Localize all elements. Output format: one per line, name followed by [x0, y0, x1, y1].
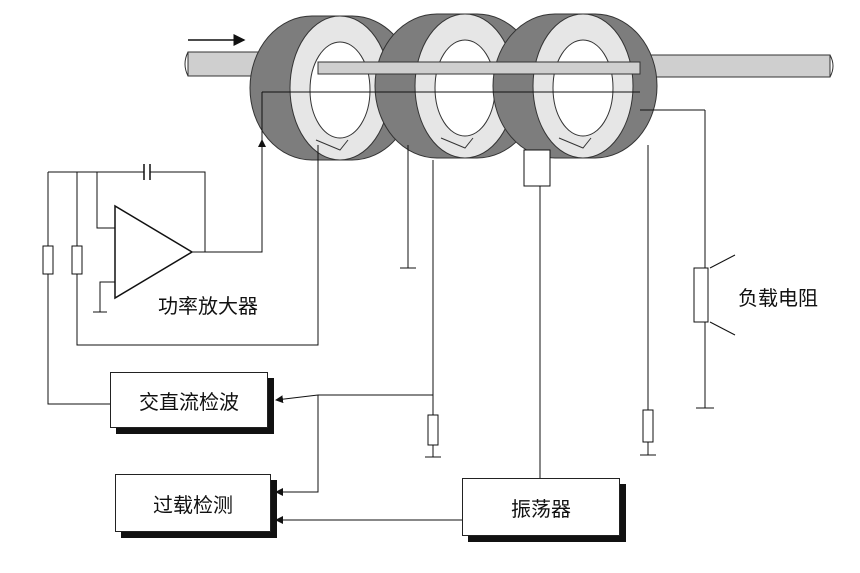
resistor-icon	[642, 409, 654, 443]
ac-dc-detector-block: 交直流检波	[110, 372, 268, 428]
primary-conductor-through-cores	[317, 61, 641, 75]
oscillator-feed-block	[523, 149, 551, 187]
feedback-capacitor-icon	[97, 164, 206, 252]
load-resistor-icon	[693, 267, 709, 323]
resistor-icon	[427, 414, 439, 446]
resistor-icon	[71, 245, 83, 275]
power-amplifier-icon	[114, 204, 194, 300]
toroid-core-3	[492, 13, 658, 159]
load-resistor-label: 负载电阻	[738, 286, 818, 310]
resistor-icon	[42, 245, 54, 275]
power-amplifier-label: 功率放大器	[158, 294, 258, 318]
oscillator-block: 振荡器	[462, 478, 620, 536]
overload-detection-block: 过载检测	[115, 474, 271, 532]
